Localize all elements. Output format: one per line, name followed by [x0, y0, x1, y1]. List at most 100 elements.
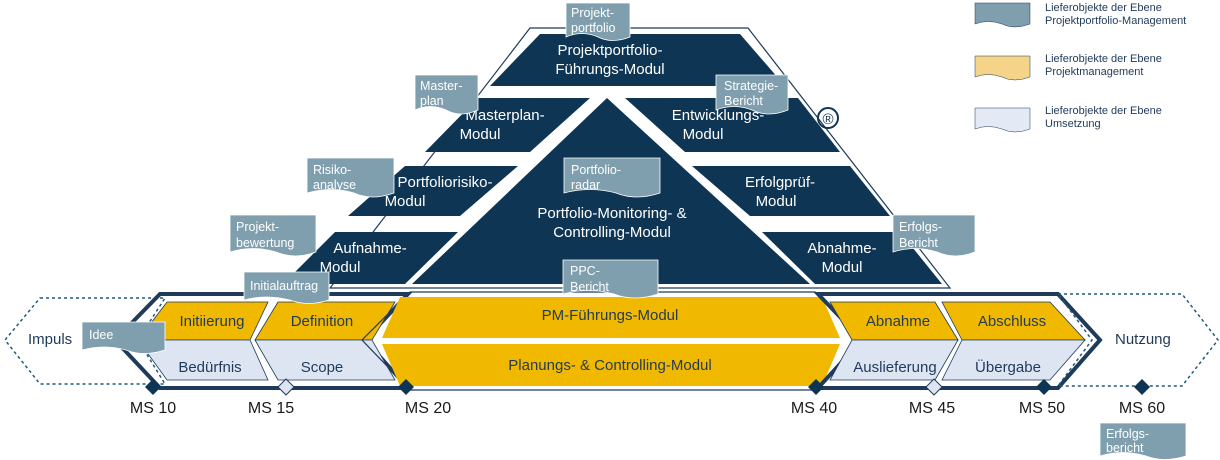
doc-erfolgsbericht1-line2: Bericht — [899, 236, 938, 250]
doc-portfolioradar[interactable] — [563, 157, 661, 198]
module-masterplan-line1: Masterplan- — [465, 107, 544, 124]
doc-strategie-line2: Bericht — [724, 94, 763, 108]
milestone-ms20-label: MS 20 — [405, 400, 451, 417]
initiierung-label: Initiierung — [179, 313, 244, 330]
doc-initialauftrag-label: Initialauftrag — [250, 279, 318, 293]
module-top-line1: Projektportfolio- — [557, 42, 662, 59]
milestone-ms40-label: MS 40 — [791, 400, 837, 417]
module-top-line2: Führungs-Modul — [555, 61, 664, 78]
doc-strategie-line1: Strategie- — [724, 79, 778, 93]
doc-portfolioradar-line2: radar — [571, 178, 600, 192]
doc-ppc-bericht[interactable] — [562, 259, 659, 299]
legend-umsetzung-line1: Lieferobjekte der Ebene — [1045, 105, 1162, 117]
uebergabe-label: Übergabe — [975, 358, 1041, 376]
legend: Lieferobjekte der Ebene Projektportfolio… — [974, 2, 1186, 133]
doc-risikoanalyse[interactable] — [306, 157, 395, 198]
planung-label: Planungs- & Controlling-Modul — [508, 357, 711, 374]
module-aufnahme[interactable] — [283, 232, 458, 284]
doc-strategie-bericht[interactable] — [715, 74, 789, 115]
beduerfnis-label: Bedürfnis — [178, 359, 241, 376]
pm-fuehrung-label: PM-Führungs-Modul — [542, 307, 679, 324]
doc-ppc-line1: PPC- — [570, 264, 600, 278]
phase-scope[interactable] — [254, 339, 396, 381]
module-aufnahme-line2: Modul — [320, 259, 361, 276]
module-erfolgpruef[interactable] — [692, 166, 890, 216]
phase-beduerfnis[interactable] — [137, 339, 269, 381]
doc-projektbewertung-line1: Projekt- — [236, 220, 279, 234]
legend-swatch-umsetzung — [974, 107, 1031, 133]
module-center-line2: Controlling-Modul — [553, 224, 671, 241]
doc-risiko-line1: Risiko- — [313, 163, 351, 177]
milestones: MS 10 MS 15 MS 20 MS 40 MS 45 MS 50 MS 6… — [130, 378, 1165, 417]
module-abnahme-line1: Abnahme- — [807, 240, 876, 257]
doc-projektportfolio-line1: Projekt- — [571, 6, 614, 20]
doc-initialauftrag[interactable] — [243, 271, 330, 304]
nutzung-label: Nutzung — [1115, 331, 1171, 348]
milestone-ms20-marker[interactable] — [398, 379, 414, 395]
legend-swatch-pm — [974, 55, 1031, 81]
phase-uebergabe[interactable] — [941, 339, 1086, 381]
nutzung-arrow[interactable] — [1056, 293, 1219, 387]
milestone-ms15-marker[interactable] — [277, 378, 295, 396]
abschluss-label: Abschluss — [978, 313, 1046, 330]
doc-projektportfolio-line2: portfolio — [571, 21, 616, 35]
module-masterplan-line2: Modul — [460, 126, 501, 143]
project-band: Impuls Initiierung Definition Bedürfnis … — [4, 291, 1219, 391]
doc-erfolgsbericht-bottom[interactable] — [1099, 422, 1187, 460]
module-aufnahme-line1: Aufnahme- — [333, 240, 406, 257]
auslieferung-label: Auslieferung — [853, 359, 936, 376]
milestone-ms60-marker[interactable] — [1134, 379, 1150, 395]
doc-masterplan[interactable] — [414, 74, 479, 115]
legend-pm-line2: Projektmanagement — [1045, 66, 1143, 78]
milestone-ms15-label: MS 15 — [248, 400, 294, 417]
registered-mark: ® — [822, 111, 833, 128]
milestone-ms10-label: MS 10 — [130, 400, 176, 417]
doc-masterplan-line1: Master- — [420, 79, 462, 93]
abnahme-label: Abnahme — [866, 313, 930, 330]
milestone-ms45-label: MS 45 — [909, 400, 955, 417]
module-projektportfolio-fuehrung[interactable] — [490, 34, 785, 86]
documents: Projekt- portfolio Master- plan Strategi… — [81, 2, 1187, 460]
doc-erfolgsbericht2-line1: Erfolgs- — [1106, 427, 1149, 441]
milestone-ms50-label: MS 50 — [1019, 400, 1065, 417]
module-erfolgpruef-line2: Modul — [756, 193, 797, 210]
module-erfolgpruef-line1: Erfolgprüf- — [745, 174, 815, 191]
registered-mark-circle — [817, 107, 839, 129]
milestone-ms45-marker[interactable] — [925, 378, 943, 396]
scope-label: Scope — [301, 359, 344, 376]
doc-masterplan-line2: plan — [420, 94, 444, 108]
legend-pm-line1: Lieferobjekte der Ebene — [1045, 53, 1162, 65]
milestone-ms10-marker[interactable] — [145, 379, 161, 395]
doc-projektportfolio[interactable] — [565, 2, 631, 41]
definition-label: Definition — [291, 313, 354, 330]
legend-portfolio-line1: Lieferobjekte der Ebene — [1045, 2, 1162, 14]
milestone-ms50-marker[interactable] — [1036, 379, 1052, 395]
module-entwicklung-line2: Modul — [683, 126, 724, 143]
doc-erfolgs-bericht[interactable] — [892, 214, 976, 257]
doc-projektbewertung[interactable] — [229, 214, 317, 257]
doc-erfolgsbericht1-line1: Erfolgs- — [899, 220, 942, 234]
doc-idee[interactable] — [81, 321, 166, 354]
doc-erfolgsbericht2-line2: bericht — [1106, 441, 1144, 455]
doc-portfolioradar-line1: Portfolio- — [571, 163, 621, 177]
legend-portfolio-line2: Projektportfolio-Management — [1045, 15, 1186, 27]
pyramid: Projektportfolio- Führungs-Modul Masterp… — [283, 27, 952, 289]
module-risiko-line1: Portfoliorisiko- — [397, 174, 492, 191]
milestone-ms40-marker[interactable] — [808, 379, 824, 395]
module-planung-controlling[interactable] — [382, 344, 840, 386]
milestone-ms60-label: MS 60 — [1119, 400, 1165, 417]
module-entwicklung-line1: Entwicklungs- — [672, 107, 765, 124]
module-abnahme-line2: Modul — [822, 259, 863, 276]
module-entwicklung[interactable] — [625, 98, 840, 152]
legend-umsetzung-line2: Umsetzung — [1045, 118, 1101, 130]
doc-projektbewertung-line2: bewertung — [236, 236, 294, 250]
module-center-line1: Portfolio-Monitoring- & — [537, 205, 686, 222]
module-portfoliorisiko[interactable] — [348, 166, 518, 216]
doc-ppc-line2: Bericht — [570, 280, 609, 294]
doc-idee-label: Idee — [89, 328, 113, 342]
doc-risiko-line2: analyse — [313, 178, 356, 192]
module-risiko-line2: Modul — [385, 193, 426, 210]
module-pm-fuehrung[interactable] — [382, 297, 840, 338]
legend-swatch-portfolio — [974, 2, 1031, 28]
